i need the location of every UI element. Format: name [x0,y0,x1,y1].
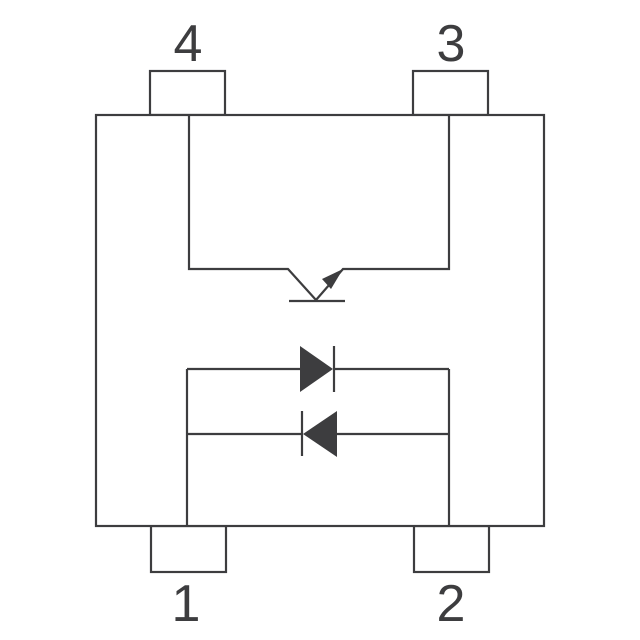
pin-label-3: 3 [436,15,466,73]
pin-4-tab [148,69,227,117]
phototransistor [187,115,451,303]
pin-1-tab [149,524,228,574]
pin-2-tab [412,524,491,574]
package-body [94,113,546,528]
emitter-arrow-icon [322,269,343,289]
pin-3-tab [411,69,490,117]
input-leds [185,346,451,526]
diode-forward-icon [300,346,333,392]
collector-wire [187,115,317,301]
pin-label-4: 4 [173,15,203,73]
diode-reverse-icon [303,411,337,457]
pin-label-2: 2 [436,575,466,633]
pin-label-1: 1 [171,575,201,633]
